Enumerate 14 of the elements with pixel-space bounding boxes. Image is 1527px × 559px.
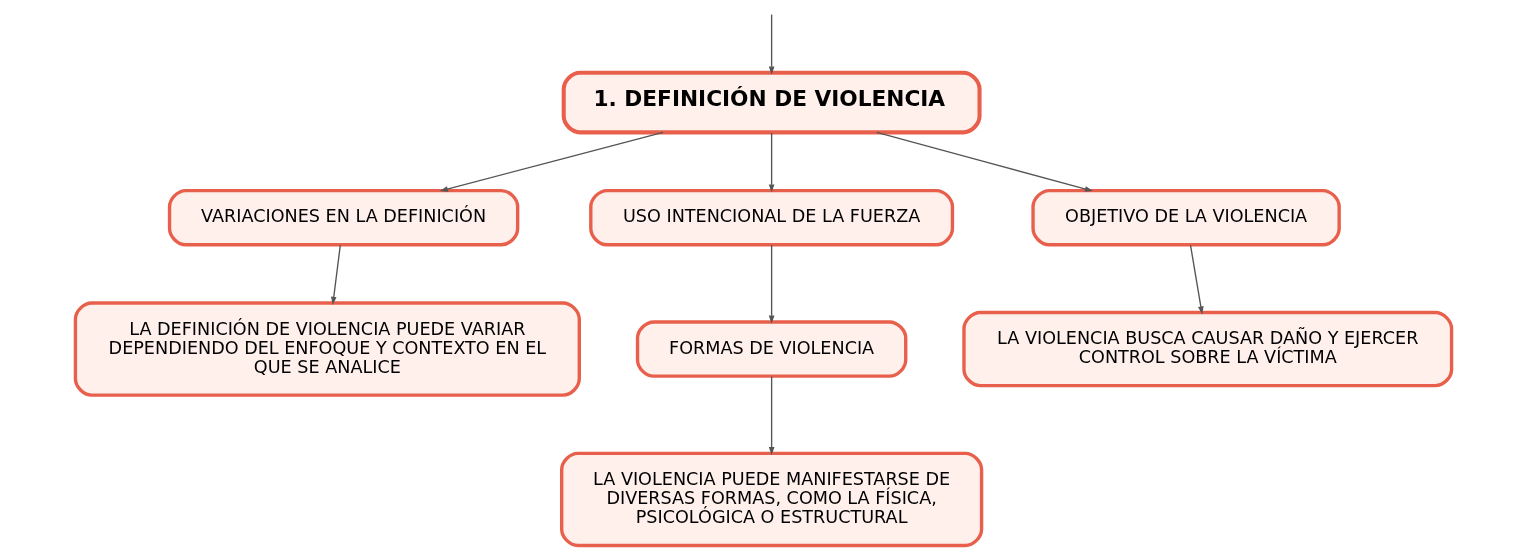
arrow (768, 375, 775, 456)
arrow (330, 244, 341, 305)
arrow (876, 131, 1093, 192)
arrow (439, 131, 664, 192)
node-box: LA VIOLENCIA BUSCA CAUSAR DAÑO Y EJERCER CONTROL SOBRE LA VÍCTIMA (962, 310, 1454, 388)
node-box: FORMAS DE VIOLENCIA (635, 320, 908, 378)
node-box: USO INTENCIONAL DE LA FUERZA (589, 188, 955, 247)
node-box: LA DEFINICIÓN DE VIOLENCIA PUEDE VARIAR DEPENDIENDO DEL ENFOQUE Y CONTEXTO EN EL QUE SE ANALICE (73, 301, 581, 397)
arrow (768, 13, 775, 75)
arrow (768, 132, 775, 193)
arrow (768, 244, 775, 324)
node-box: LA VIOLENCIA PUEDE MANIFESTARSE DE DIVERSAS FORMAS, COMO LA FÍSICA, PSICOLÓGICA O ESTRUCTURAL (560, 451, 984, 548)
arrow (1189, 244, 1204, 315)
node-box: 1. DEFINICIÓN DE VIOLENCIA (561, 70, 982, 135)
